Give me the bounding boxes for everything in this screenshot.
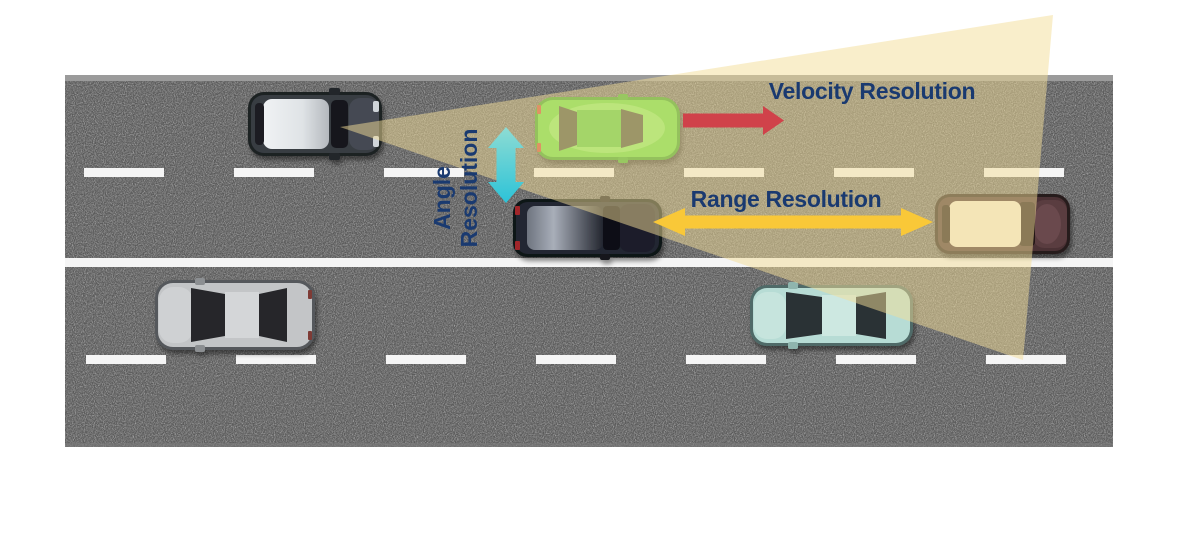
angle-resolution-label-line2: Resolution bbox=[456, 129, 482, 248]
road-bottom-edge-strip bbox=[65, 443, 1113, 447]
lane-dash bbox=[86, 355, 166, 364]
median-solid-line bbox=[65, 258, 1113, 267]
velocity-resolution-label: Velocity Resolution bbox=[769, 78, 975, 104]
lane-dash bbox=[836, 355, 916, 364]
car-mirror bbox=[329, 88, 340, 95]
car-mirror bbox=[329, 153, 340, 160]
lane-dashes-bottom bbox=[86, 355, 1066, 364]
lane-dash bbox=[986, 355, 1066, 364]
car-taillight bbox=[515, 241, 520, 250]
car-nose bbox=[159, 287, 193, 343]
car-windshield bbox=[786, 292, 822, 339]
range-arrow-icon bbox=[653, 208, 933, 236]
car-roof bbox=[263, 99, 329, 149]
car-rear-window bbox=[259, 288, 287, 342]
angle-resolution-label-line1: Angle bbox=[429, 166, 455, 230]
lane-dash bbox=[84, 168, 164, 177]
angle-arrow-icon bbox=[488, 127, 524, 203]
car-nose bbox=[754, 292, 786, 339]
range-resolution-label: Range Resolution bbox=[691, 186, 882, 212]
car-hood-sheen bbox=[1033, 204, 1061, 244]
car-mirror bbox=[195, 278, 205, 285]
car-taillight bbox=[308, 290, 312, 299]
car-roof bbox=[822, 295, 856, 336]
car-roof bbox=[225, 292, 259, 338]
velocity-arrow-icon bbox=[683, 106, 784, 135]
car-headlight bbox=[373, 101, 379, 112]
angle-resolution-label: Angle Resolution bbox=[429, 129, 482, 248]
car-mirror bbox=[195, 345, 205, 352]
lane-dash bbox=[536, 355, 616, 364]
car-mirror bbox=[788, 282, 798, 289]
car-rear-window bbox=[255, 103, 264, 145]
car-taillight bbox=[515, 206, 520, 215]
lane-dash bbox=[234, 168, 314, 177]
lane-dash bbox=[384, 168, 464, 177]
radar-host-car bbox=[248, 88, 382, 160]
lane-dash bbox=[236, 355, 316, 364]
road-top-edge-strip bbox=[65, 75, 1113, 81]
car-mirror bbox=[600, 254, 610, 260]
gray-car bbox=[155, 278, 315, 352]
lane-dash bbox=[686, 355, 766, 364]
lane-dash bbox=[386, 355, 466, 364]
car-mirror bbox=[788, 342, 798, 349]
car-taillight bbox=[308, 331, 312, 340]
radar-beam bbox=[340, 15, 1053, 360]
car-windshield bbox=[191, 288, 225, 342]
car-roof bbox=[527, 206, 603, 250]
car-windshield bbox=[331, 100, 348, 148]
